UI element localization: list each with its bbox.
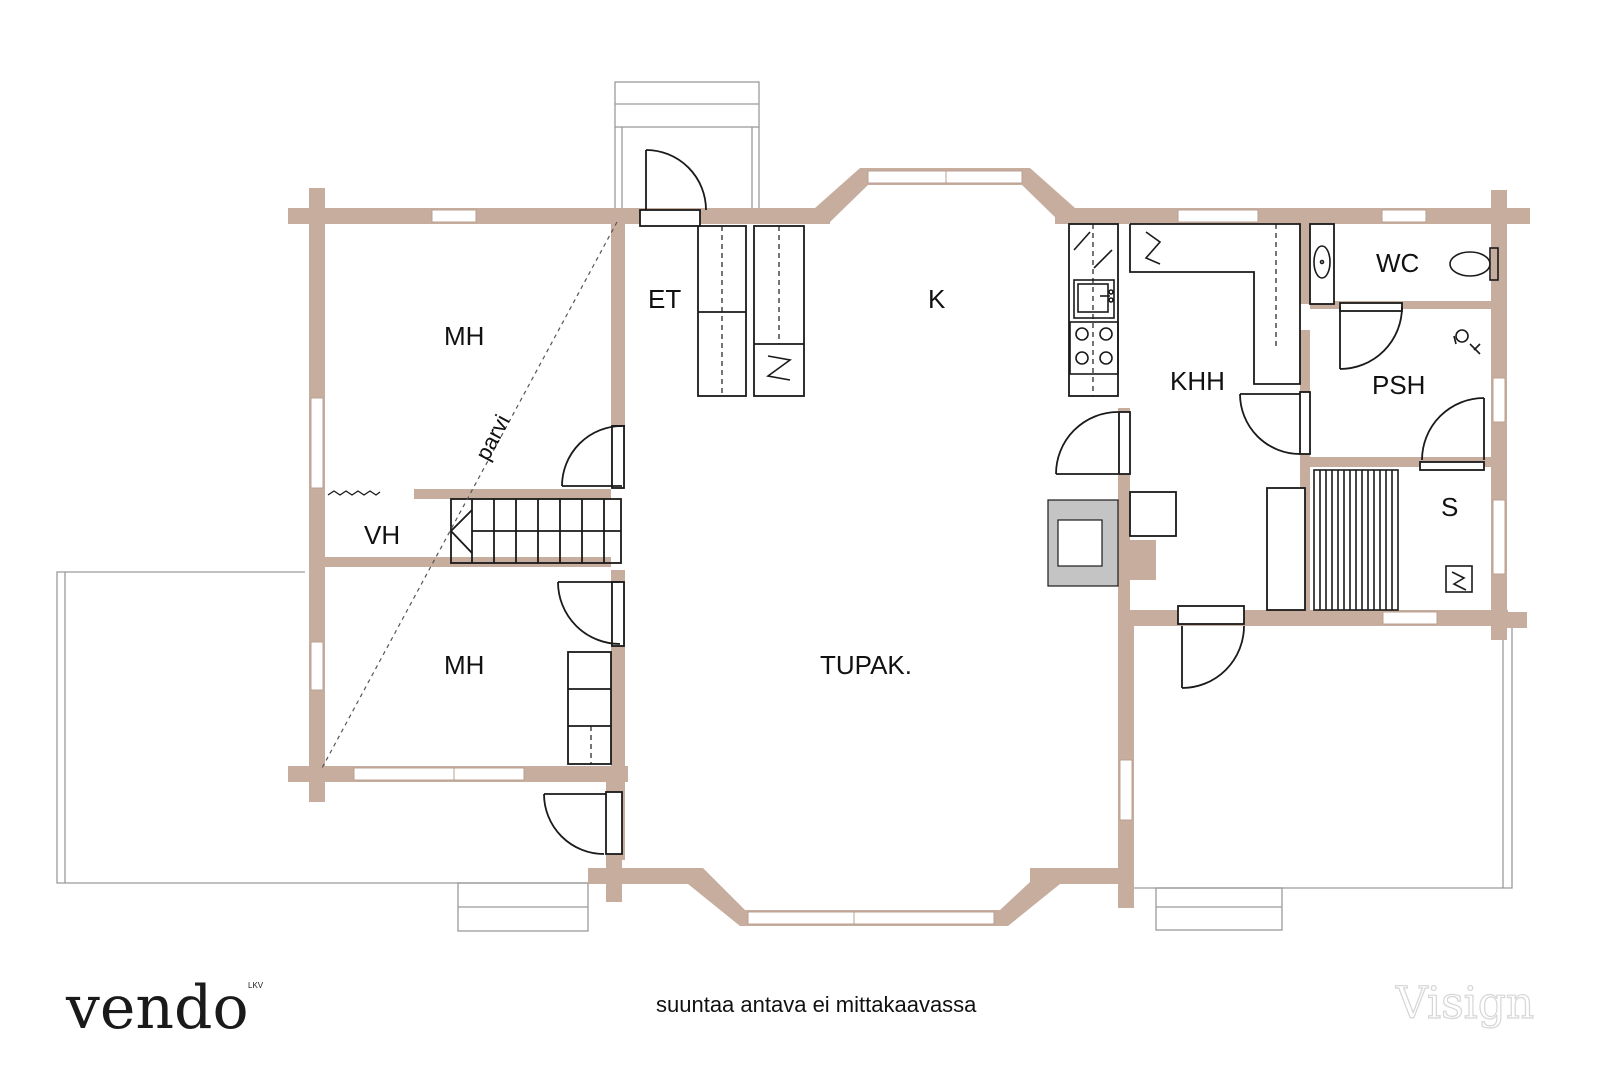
room-label-mh-bottom: MH	[444, 650, 484, 680]
room-label-psh: PSH	[1372, 370, 1425, 400]
terraces	[56, 81, 1513, 932]
visign-watermark: Visign	[1395, 978, 1534, 1029]
scale-note: suuntaa antava ei mittakaavassa	[656, 992, 977, 1017]
shower-icon	[1455, 329, 1469, 343]
washbasin-icon	[1313, 245, 1331, 279]
parvi-label: parvi	[470, 411, 514, 465]
stove-icon	[1069, 321, 1119, 375]
room-label-wc: WC	[1376, 248, 1419, 278]
doors	[543, 149, 1485, 855]
room-label-mh-top: MH	[444, 321, 484, 351]
room-label-khh: KHH	[1170, 366, 1225, 396]
kitchen-appliances	[766, 231, 1473, 593]
room-label-vh: VH	[364, 520, 400, 550]
wc-fixtures	[1313, 245, 1499, 355]
room-label-s: S	[1441, 492, 1458, 522]
vendo-logo: vendo	[65, 973, 249, 1043]
room-label-tupak: TUPAK.	[820, 650, 912, 680]
sink-icon	[1073, 279, 1115, 319]
fireplace	[1047, 499, 1119, 587]
furniture	[567, 223, 1335, 765]
stairs	[449, 498, 622, 564]
windows	[310, 170, 1506, 925]
sauna-bench	[1313, 469, 1399, 611]
toilet-icon	[1449, 251, 1491, 277]
vendo-logo-suffix: LKV	[248, 981, 264, 990]
room-label-k: K	[928, 284, 946, 314]
coat-rack	[327, 490, 381, 496]
room-label-et: ET	[648, 284, 681, 314]
wardrobe-dashes	[590, 224, 1277, 764]
